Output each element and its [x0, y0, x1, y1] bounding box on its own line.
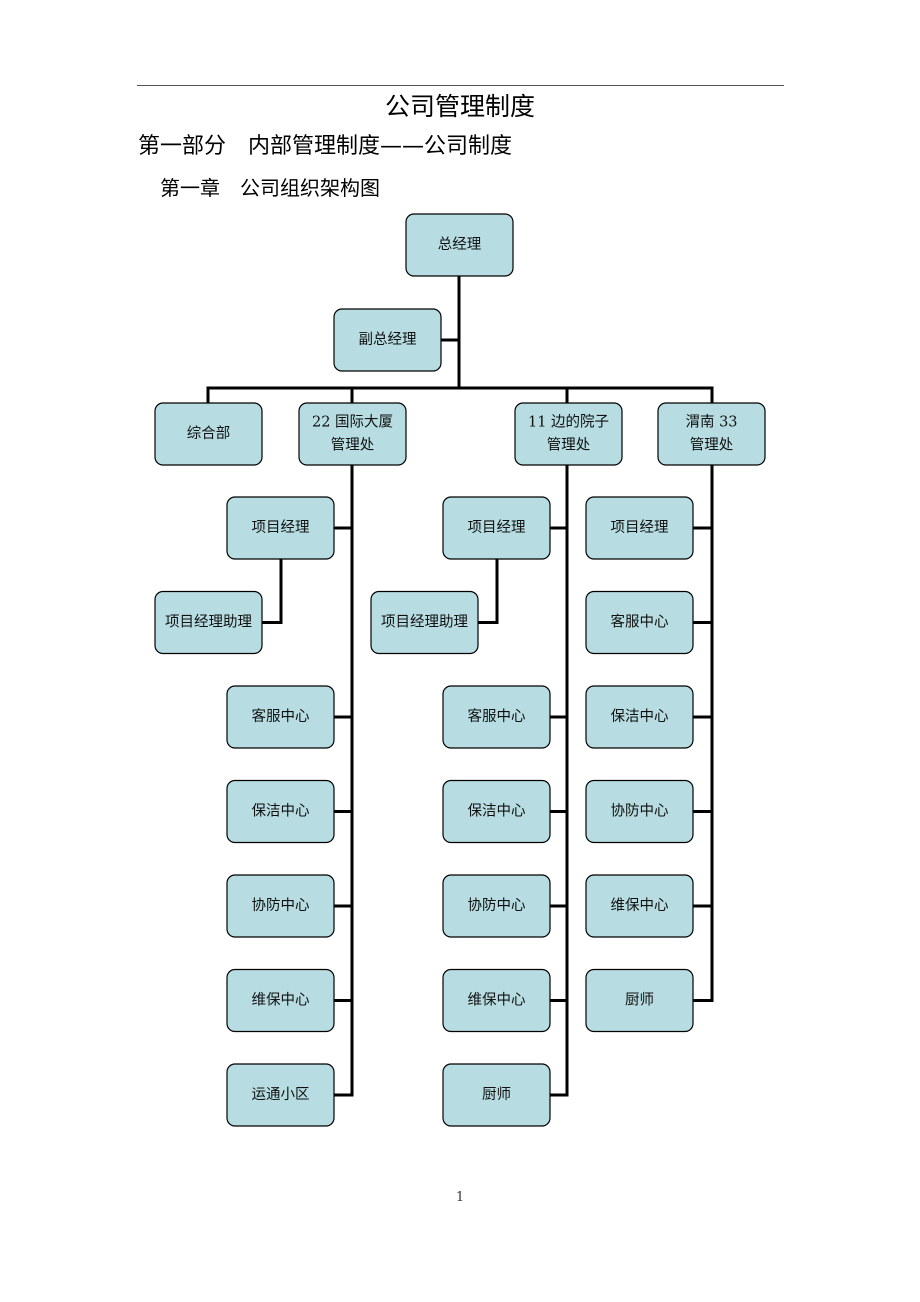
node-branch-2-unit-3-box: [442, 874, 551, 938]
node-branch-3-unit-4-label: 维保中心: [611, 897, 669, 914]
node-branch-3-project-manager-box: [585, 496, 694, 560]
node-branch-3-unit-5: 厨师: [585, 968, 694, 1033]
node-branch-1-pm-assistant-box: [154, 590, 263, 655]
node-branch-2-unit-5-label: 厨师: [482, 1086, 511, 1103]
node-branch-2-project-manager-label: 项目经理: [468, 519, 526, 536]
node-branch-1-label: 22 国际大厦: [312, 414, 393, 431]
connector-branch-1-assistant: [260, 557, 283, 624]
part-heading: 第一部分 内部管理制度——公司制度: [138, 134, 513, 159]
node-branch-1-unit-3-box: [226, 874, 335, 938]
node-branch-1-unit-4-box: [226, 968, 335, 1033]
node-branch-3-project-manager-label: 项目经理: [611, 519, 669, 536]
node-branch-1-unit-4: 维保中心: [226, 968, 335, 1033]
node-deputy-general-manager: 副总经理: [333, 308, 442, 372]
node-branch-2-project-manager: 项目经理: [442, 496, 551, 560]
node-branch-3-unit-4: 维保中心: [585, 874, 694, 938]
node-branch-1-unit-3: 协防中心: [226, 874, 335, 938]
node-branch-2-unit-3: 协防中心: [442, 874, 551, 938]
node-branch-2-pm-assistant: 项目经理助理: [370, 590, 479, 655]
node-branch-2-unit-1-label: 客服中心: [468, 708, 526, 725]
header-rule: [137, 85, 784, 86]
node-branch-2-unit-1: 客服中心: [442, 685, 551, 749]
node-branch-2-unit-1-box: [442, 685, 551, 749]
page-number: 1: [455, 1190, 465, 1205]
node-branch-3-unit-3: 协防中心: [585, 779, 694, 844]
node-general-affairs-dept-label: 综合部: [187, 425, 231, 442]
node-branch-2-label: 11 边的院子: [528, 414, 609, 431]
node-branch-2-project-manager-box: [442, 496, 551, 560]
node-general-affairs-dept: 综合部: [154, 402, 263, 466]
node-branch-2-unit-2: 保洁中心: [442, 779, 551, 844]
node-branch-1-pm-assistant-label: 项目经理助理: [165, 614, 252, 631]
node-branch-2-unit-4: 维保中心: [442, 968, 551, 1033]
node-branch-2-unit-4-box: [442, 968, 551, 1033]
node-branch-2-unit-5: 厨师: [442, 1063, 551, 1127]
node-branch-2-unit-3-label: 协防中心: [468, 897, 526, 914]
connector-branch-2-assistant: [476, 557, 499, 624]
org-chart-connectors: [206, 274, 714, 1097]
node-branch-3-unit-2-label: 保洁中心: [611, 708, 669, 725]
node-branch-2-label: 管理处: [547, 437, 591, 454]
node-branch-2-unit-2-box: [442, 779, 551, 844]
node-branch-3-box: [657, 402, 766, 466]
node-branch-1-project-manager-box: [226, 496, 335, 560]
node-branch-3-unit-3-box: [585, 779, 694, 844]
node-branch-3-unit-5-label: 厨师: [625, 992, 654, 1009]
node-branch-2-box: [514, 402, 623, 466]
node-branch-2-pm-assistant-box: [370, 590, 479, 655]
node-branch-1-unit-4-label: 维保中心: [252, 992, 310, 1009]
node-branch-2-unit-4-label: 维保中心: [468, 992, 526, 1009]
node-branch-1-unit-5-box: [226, 1063, 335, 1127]
node-branch-3-unit-1: 客服中心: [585, 590, 694, 655]
node-branch-3-unit-4-box: [585, 874, 694, 938]
node-branch-1-unit-5-label: 运通小区: [252, 1086, 310, 1103]
node-general-manager-label: 总经理: [438, 236, 482, 253]
node-branch-3-label: 渭南 33: [685, 414, 737, 431]
node-general-manager-box: [405, 213, 514, 277]
node-branch-2-unit-2-label: 保洁中心: [468, 803, 526, 820]
node-branch-3-unit-1-box: [585, 590, 694, 655]
node-branch-1-pm-assistant: 项目经理助理: [154, 590, 263, 655]
node-branch-1-unit-2: 保洁中心: [226, 779, 335, 844]
document-title: 公司管理制度: [384, 92, 535, 121]
node-branch-1-unit-2-label: 保洁中心: [252, 803, 310, 820]
node-branch-2-pm-assistant-label: 项目经理助理: [381, 614, 468, 631]
node-branch-3-unit-5-box: [585, 968, 694, 1033]
node-branch-3-unit-2: 保洁中心: [585, 685, 694, 749]
node-branch-3: 渭南 33 管理处: [657, 402, 766, 466]
node-deputy-general-manager-box: [333, 308, 442, 372]
node-branch-1-project-manager: 项目经理: [226, 496, 335, 560]
node-branch-1-unit-1-box: [226, 685, 335, 749]
node-general-manager: 总经理: [405, 213, 514, 277]
node-branch-1-project-manager-label: 项目经理: [252, 519, 310, 536]
node-branch-3-unit-2-box: [585, 685, 694, 749]
node-branch-1-unit-2-box: [226, 779, 335, 844]
node-branch-1-unit-3-label: 协防中心: [252, 897, 310, 914]
node-branch-3-project-manager: 项目经理: [585, 496, 694, 560]
node-branch-1-label: 管理处: [331, 437, 375, 454]
node-branch-3-label: 管理处: [690, 437, 734, 454]
node-branch-2-unit-5-box: [442, 1063, 551, 1127]
node-general-affairs-dept-box: [154, 402, 263, 466]
node-branch-1-unit-1: 客服中心: [226, 685, 335, 749]
node-branch-3-unit-1-label: 客服中心: [611, 614, 669, 631]
node-branch-1-box: [298, 402, 407, 466]
chapter-heading: 第一章 公司组织架构图: [160, 176, 380, 200]
node-branch-3-unit-3-label: 协防中心: [611, 803, 669, 820]
node-branch-1-unit-5: 运通小区: [226, 1063, 335, 1127]
node-deputy-general-manager-label: 副总经理: [359, 331, 417, 348]
node-branch-1-unit-1-label: 客服中心: [252, 708, 310, 725]
